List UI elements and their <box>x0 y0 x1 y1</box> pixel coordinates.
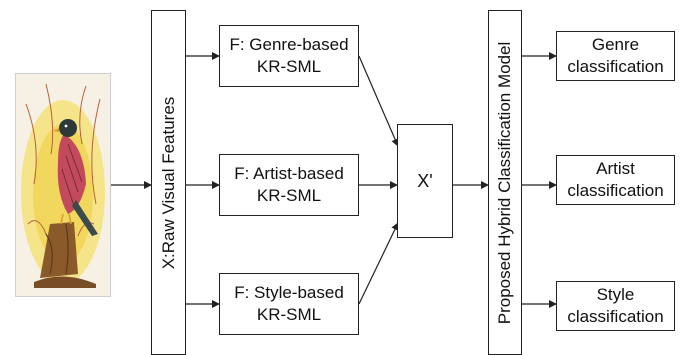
genre-classification-line2: classification <box>567 57 664 76</box>
raw-visual-features-box: X:Raw Visual Features <box>151 10 186 355</box>
artist-krsml-line1: F: Artist-based <box>234 164 344 183</box>
artist-classification-line1: Artist <box>596 159 635 178</box>
style-classification-box: Style classification <box>556 281 675 331</box>
genre-krsml-box: F: Genre-based KR-SML <box>219 25 359 87</box>
artist-classification-line2: classification <box>567 181 664 200</box>
fused-features-box: X' <box>397 124 453 238</box>
genre-krsml-line2: KR-SML <box>256 57 322 76</box>
artist-krsml-line2: KR-SML <box>256 186 322 205</box>
hybrid-model-box: Proposed Hybrid Classification Model <box>488 10 522 355</box>
arrow-style-krsml-to-fused <box>358 222 399 305</box>
arrow-genre-krsml-to-fused <box>358 55 399 147</box>
genre-classification-line1: Genre <box>591 35 640 54</box>
style-krsml-line2: KR-SML <box>256 305 322 324</box>
fused-features-label: X' <box>417 171 433 191</box>
hybrid-model-label: Proposed Hybrid Classification Model <box>495 41 514 324</box>
style-krsml-line1: F: Style-based <box>234 283 344 302</box>
genre-classification-box: Genre classification <box>556 31 675 81</box>
input-painting-image <box>16 74 110 296</box>
raw-visual-features-label: X:Raw Visual Features <box>158 96 178 269</box>
style-classification-line1: Style <box>596 285 635 304</box>
style-classification-line2: classification <box>567 307 664 326</box>
artist-krsml-box: F: Artist-based KR-SML <box>219 154 359 216</box>
genre-krsml-line1: F: Genre-based <box>229 35 349 54</box>
artist-classification-box: Artist classification <box>556 155 675 205</box>
style-krsml-box: F: Style-based KR-SML <box>219 273 359 335</box>
